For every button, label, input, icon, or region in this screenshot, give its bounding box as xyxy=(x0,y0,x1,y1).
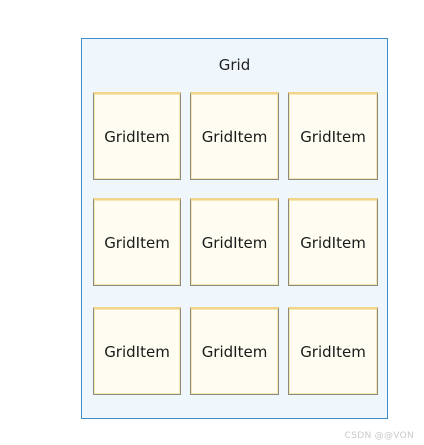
grid-item: GridItem xyxy=(288,198,378,286)
grid-item: GridItem xyxy=(190,307,279,395)
grid-item: GridItem xyxy=(93,198,181,286)
grid-item: GridItem xyxy=(288,307,378,395)
grid-item: GridItem xyxy=(190,198,279,286)
grid-title: Grid xyxy=(218,56,251,74)
grid-row-3: GridItem GridItem GridItem xyxy=(93,307,378,395)
grid-row-1: GridItem GridItem GridItem xyxy=(93,92,378,180)
grid-item: GridItem xyxy=(93,307,181,395)
grid-row-2: GridItem GridItem GridItem xyxy=(93,198,378,286)
grid-item: GridItem xyxy=(93,92,181,180)
grid-item: GridItem xyxy=(288,92,378,180)
watermark: CSDN @@VON xyxy=(344,431,414,441)
grid-item: GridItem xyxy=(190,92,279,180)
